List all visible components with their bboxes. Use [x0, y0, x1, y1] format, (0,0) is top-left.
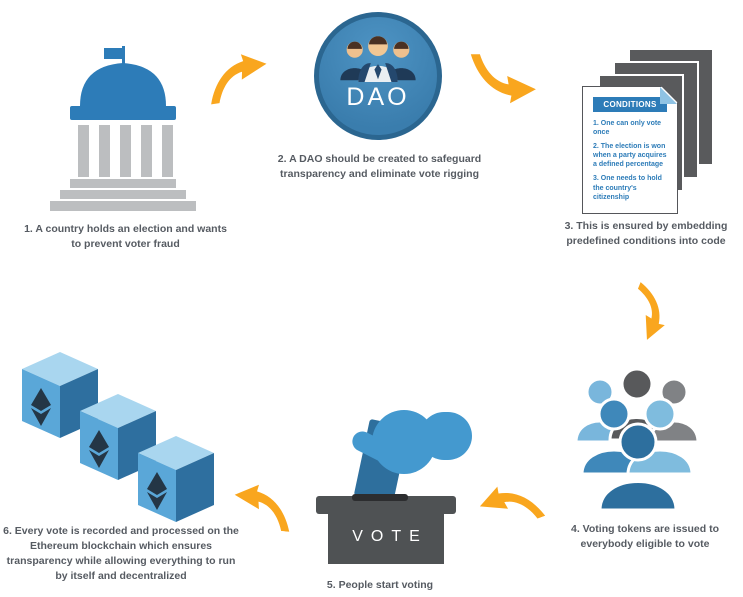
ethereum-cube-icon: [138, 436, 214, 522]
ballot-box-icon: VOTE: [300, 388, 472, 570]
document-page-front: CONDITIONS 1. One can only vote once 2. …: [582, 86, 678, 214]
ethereum-blockchain-cubes-icon: [15, 345, 225, 530]
ethereum-cube-icon: [22, 352, 98, 438]
arrow-step3-to-step4-icon: [637, 282, 665, 340]
arrow-step5-to-step6-icon: [234, 484, 290, 532]
step2-caption: 2. A DAO should be created to safeguard …: [277, 153, 482, 180]
step4-caption: 4. Voting tokens are issued to everybody…: [570, 523, 719, 550]
condition-item-1: 1. One can only vote once: [593, 120, 662, 137]
step5-caption: 5. People start voting: [326, 579, 434, 591]
step1-caption: 1. A country holds an election and wants…: [24, 223, 227, 250]
dao-label: DAO: [346, 83, 410, 111]
dao-people-icon: [340, 36, 416, 82]
step3-caption: 3. This is ensured by embedding predefin…: [564, 220, 728, 247]
vote-label: VOTE: [352, 528, 428, 545]
conditions-title: CONDITIONS: [593, 97, 667, 112]
government-building-icon: [50, 46, 196, 211]
arrow-step1-to-step2-icon: [211, 54, 267, 105]
condition-item-3: 3. One needs to hold the country's citiz…: [593, 175, 662, 201]
dao-icon: DAO: [314, 12, 442, 140]
condition-item-2: 2. The election is won when a party acqu…: [593, 143, 667, 169]
voters-group-icon: [574, 367, 700, 512]
ballot-box-hand-icon: [316, 410, 472, 564]
conditions-document-icon: CONDITIONS 1. One can only vote once 2. …: [578, 48, 720, 216]
arrow-step4-to-step5-icon: [479, 486, 546, 519]
arrow-step2-to-step3-icon: [470, 54, 536, 104]
step6-caption: 6. Every vote is recorded and processed …: [3, 525, 239, 582]
